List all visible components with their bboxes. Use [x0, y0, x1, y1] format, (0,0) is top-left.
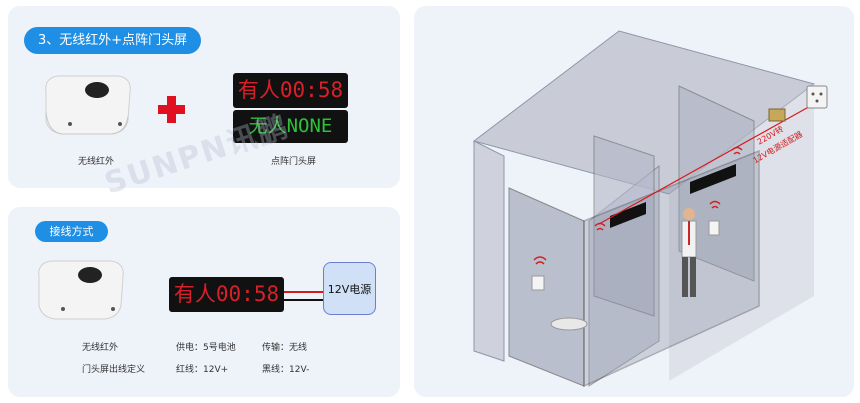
led-display-occupied: 有人00:58 — [233, 73, 348, 108]
led-display-wiring: 有人00:58 — [169, 277, 284, 312]
wireless-sensor-image — [38, 260, 124, 320]
plus-icon-bar — [158, 105, 185, 114]
sensor-caption: 无线红外 — [78, 157, 115, 167]
red-wire — [284, 291, 326, 293]
black-wire — [284, 299, 326, 301]
display-caption: 点阵门头屏 — [271, 157, 317, 167]
red-wire-text: 红线：12V+ — [176, 365, 229, 375]
wiring-caption: 门头屏出线定义 — [82, 365, 146, 375]
wireless-sensor-image — [45, 75, 131, 135]
power-supply-text: 供电：5号电池 — [176, 343, 236, 353]
transmission-text: 传输：无线 — [262, 343, 308, 353]
sensor-caption-bottom: 无线红外 — [82, 343, 119, 353]
wiring-title: 接线方式 — [35, 221, 108, 242]
black-wire-text: 黑线：12V- — [262, 365, 310, 375]
power-supply-box: 12V电源 — [323, 262, 376, 315]
led-display-vacant: 无人NONE — [233, 110, 348, 143]
section-title: 3、无线红外+点阵门头屏 — [24, 27, 202, 54]
restroom-illustration — [472, 30, 828, 388]
